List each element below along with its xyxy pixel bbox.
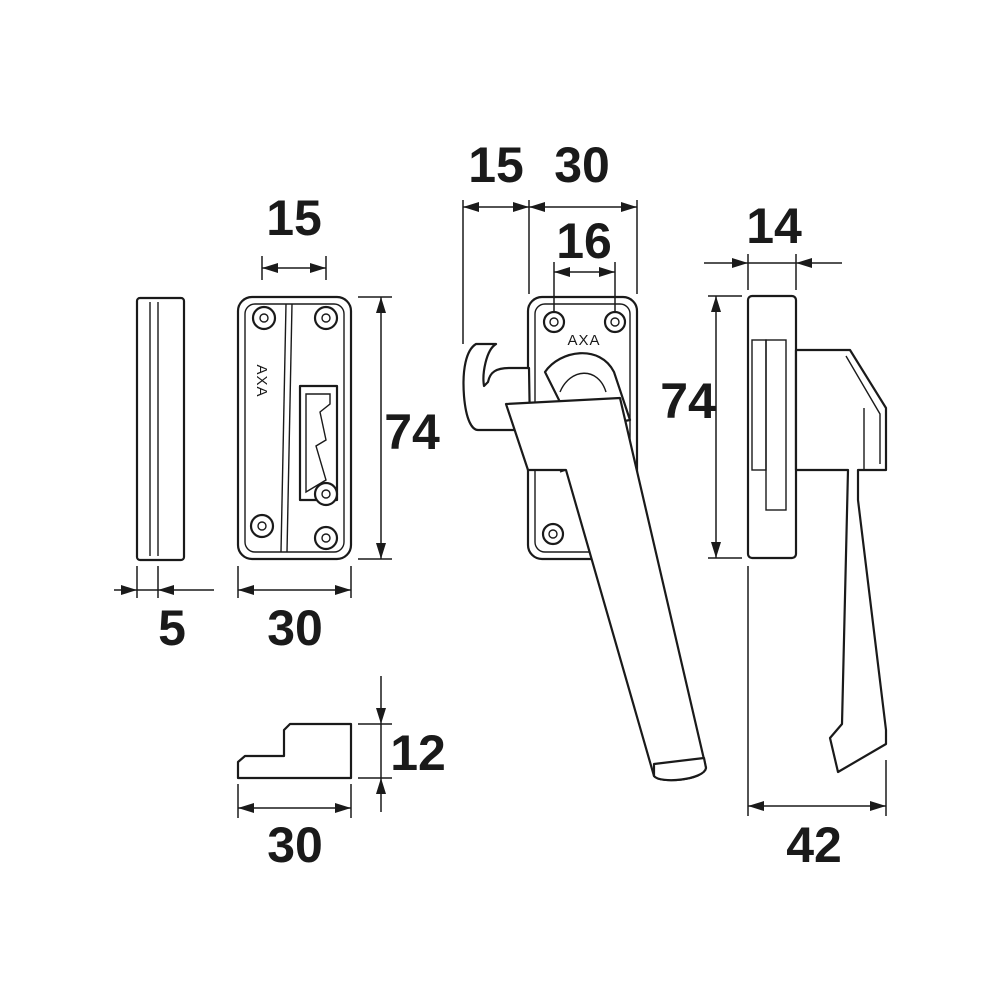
dim-line-strip-5 xyxy=(114,566,214,598)
label-keeper-74: 74 xyxy=(384,404,440,460)
label-keeper-30: 30 xyxy=(267,600,323,656)
label-handle-74: 74 xyxy=(660,373,716,429)
dim-line-keeper-30 xyxy=(237,566,352,598)
screw-hole-bottom-left xyxy=(249,513,275,539)
handle-screw-top-left xyxy=(542,310,566,334)
label-side-42: 42 xyxy=(786,817,842,873)
dim-line-handle-15-30 xyxy=(462,200,638,344)
dim-line-side-14 xyxy=(704,254,842,290)
dim-line-wedge-12 xyxy=(358,676,392,812)
side-view-handle xyxy=(794,348,888,774)
label-handle-30: 30 xyxy=(554,137,610,193)
screw-hole-mid xyxy=(313,481,339,507)
handle-lever xyxy=(504,352,708,782)
label-strip-5: 5 xyxy=(158,600,186,656)
dim-line-keeper-15 xyxy=(261,256,327,280)
wedge-block xyxy=(236,722,353,780)
label-keeper-15: 15 xyxy=(266,190,322,246)
handle-screw-top-right xyxy=(603,310,627,334)
screw-hole-top-right xyxy=(313,305,339,331)
dim-line-wedge-30 xyxy=(237,784,352,818)
side-view-base xyxy=(746,294,798,560)
label-wedge-12: 12 xyxy=(390,725,446,781)
spacer-strip xyxy=(135,296,186,562)
label-side-14: 14 xyxy=(746,198,802,254)
label-handle-16: 16 xyxy=(556,213,612,269)
label-wedge-30: 30 xyxy=(267,817,323,873)
keeper-brand-logo: AXA xyxy=(253,364,270,397)
screw-hole-bottom-right xyxy=(313,525,339,551)
dim-line-side-74 xyxy=(708,295,742,559)
screw-hole-top-left xyxy=(251,305,277,331)
dim-line-handle-16 xyxy=(553,262,616,312)
label-hook-15: 15 xyxy=(468,137,524,193)
handle-brand-logo: AXA xyxy=(567,332,600,349)
dim-line-side-42 xyxy=(747,566,887,816)
handle-screw-bottom xyxy=(541,522,565,546)
dim-line-keeper-74 xyxy=(358,296,392,560)
